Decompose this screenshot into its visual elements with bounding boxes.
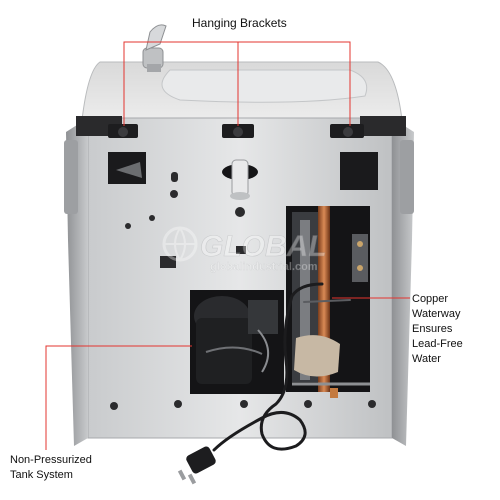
copper-label-line: Lead-Free [412,338,463,350]
bubbler-head [142,24,167,72]
tank-label-line: Tank System [10,469,73,481]
brackets-callout-line [123,41,351,126]
copper-label-line: Water [412,353,441,365]
watermark-url: globalindustrial.com [210,261,318,273]
copper-waterway-label: Copper Waterway Ensures Lead-Free Water [412,292,498,367]
hanging-brackets-label: Hanging Brackets [192,16,287,30]
bracket-slots [108,124,364,138]
copper-label-line: Waterway [412,308,461,320]
globe-icon [162,226,198,262]
drain-fitting [222,159,258,217]
right-dark-rail [360,116,406,136]
watermark-brand: GLOBAL [200,230,327,263]
callout-lines [45,41,410,450]
plug-icon [177,446,216,485]
watermark: GLOBAL globalindustrial.com [162,226,327,273]
right-bracket-flange [400,140,414,214]
copper-label-line: Copper [412,293,449,305]
power-cord [212,282,351,452]
upper-right-cutout [340,152,378,190]
tank-label-line: Non-Pressurized [10,454,92,466]
copper-waterway [286,206,370,398]
tank-callout-line [45,345,192,450]
copper-label-line: Ensures [412,323,453,335]
tank-system-label: Non-Pressurized Tank System [10,453,130,483]
compressor-tank [190,290,284,394]
basin-bowl [161,69,368,103]
left-bracket-flange [64,140,78,214]
screw-holes [110,172,376,410]
water-fountain [64,24,414,485]
